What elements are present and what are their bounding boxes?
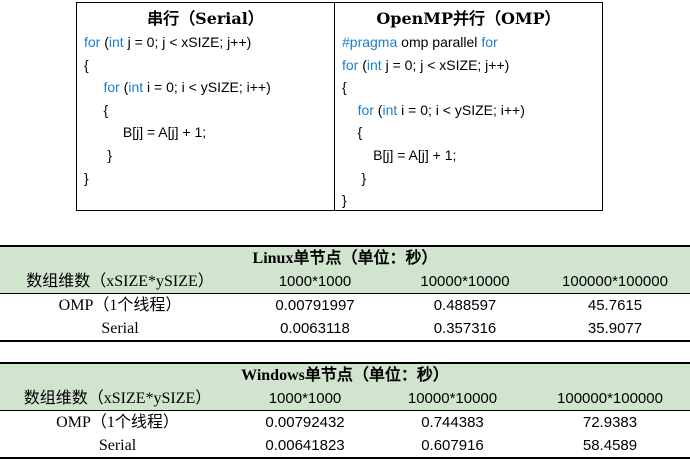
table-row: OMP（1个线程） 0.00792432 0.744383 72.9383 (0, 411, 690, 435)
code-line: #pragma omp parallel for (342, 34, 498, 50)
serial-title: 串行（Serial） (147, 9, 264, 28)
table-title-row: Linux单节点（单位：秒） (0, 245, 690, 270)
code-line: for (int i = 0; i < ySIZE; i++) (357, 101, 525, 118)
code-line: } (342, 192, 347, 209)
table-cell: 35.9077 (540, 317, 690, 342)
row-label: Serial (0, 434, 235, 459)
table-title-row: Windows单节点（单位：秒） (0, 362, 690, 387)
code-line: { (84, 101, 109, 118)
serial-code-panel: 串行（Serial） for (int j = 0; j < xSIZE; j+… (77, 3, 334, 210)
column-header: 10000*10000 (375, 387, 530, 411)
linux-table-title: Linux单节点（单位：秒） (0, 245, 690, 270)
table-cell: 0.744383 (421, 414, 484, 431)
table-cell: 0.00791997 (275, 297, 355, 314)
table-cell: 72.9383 (582, 414, 638, 431)
code-line: for (int i = 0; i < ySIZE; i++) (103, 79, 271, 96)
column-header: 10000*10000 (390, 270, 540, 294)
column-header: 数组维数（xSIZE*ySIZE） (0, 270, 240, 294)
table-cell: 0.00792432 (265, 414, 345, 431)
code-line: { (342, 79, 347, 96)
table-row: Serial 0.0063118 0.357316 35.9077 (0, 317, 690, 342)
table-header-row: 数组维数（xSIZE*ySIZE） 1000*1000 10000*10000 … (0, 270, 690, 294)
omp-code-panel: OpenMP并行（OMP） #pragma omp parallel for f… (334, 3, 602, 210)
row-label: OMP（1个线程） (56, 414, 179, 431)
table-cell: 0.0063118 (240, 317, 390, 342)
code-line: } (342, 169, 367, 186)
table-cell: 0.488597 (433, 297, 497, 314)
code-line: for (int j = 0; j < xSIZE; j++) (84, 34, 252, 50)
table-cell: 0.00641823 (235, 434, 375, 459)
column-header: 数组维数（xSIZE*ySIZE） (0, 387, 235, 411)
code-line: } (84, 146, 113, 163)
windows-table-title: Windows单节点（单位：秒） (0, 362, 690, 387)
table-cell: 0.607916 (375, 434, 530, 459)
row-label: Serial (0, 317, 240, 342)
code-line: } (84, 169, 89, 186)
table-header-row: 数组维数（xSIZE*ySIZE） 1000*1000 10000*10000 … (0, 387, 690, 411)
omp-title: OpenMP并行（OMP） (376, 9, 561, 28)
linux-results-table: Linux单节点（单位：秒） 数组维数（xSIZE*ySIZE） 1000*10… (0, 245, 690, 342)
code-line: B[j] = A[j] + 1; (342, 146, 457, 163)
column-header: 100000*100000 (530, 387, 690, 411)
column-header: 1000*1000 (240, 270, 390, 294)
code-line: { (342, 124, 363, 141)
code-line: B[j] = A[j] + 1; (84, 124, 207, 141)
table-row: Serial 0.00641823 0.607916 58.4589 (0, 434, 690, 459)
omp-code: #pragma omp parallel for for (int j = 0;… (342, 31, 525, 212)
table-cell: 0.357316 (390, 317, 540, 342)
table-cell: 45.7615 (587, 297, 643, 314)
code-line: { (84, 56, 89, 73)
code-line: for (int j = 0; j < xSIZE; j++) (342, 56, 510, 73)
column-header: 100000*100000 (540, 270, 690, 294)
table-row: OMP（1个线程） 0.00791997 0.488597 45.7615 (0, 294, 690, 318)
table-cell: 58.4589 (530, 434, 690, 459)
serial-code: for (int j = 0; j < xSIZE; j++) { for (i… (84, 31, 271, 189)
column-header: 1000*1000 (235, 387, 375, 411)
windows-results-table: Windows单节点（单位：秒） 数组维数（xSIZE*ySIZE） 1000*… (0, 362, 690, 459)
row-label: OMP（1个线程） (58, 297, 182, 314)
code-comparison-box: 串行（Serial） for (int j = 0; j < xSIZE; j+… (76, 2, 603, 211)
